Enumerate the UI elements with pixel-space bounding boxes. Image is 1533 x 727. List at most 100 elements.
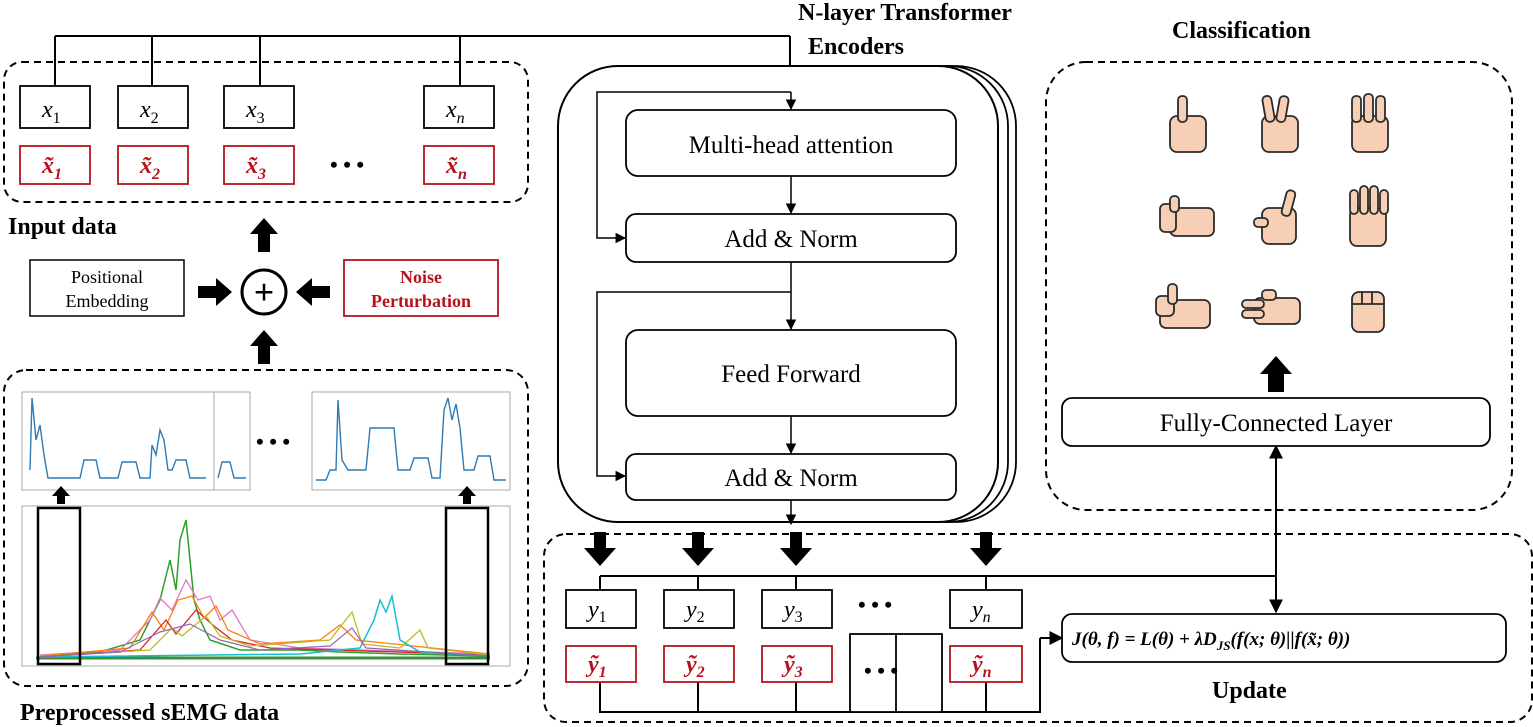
input-x3-tilde-label: x̃3 [245,153,266,183]
input-x1-label: x1 [41,97,61,127]
output-y1-tilde-box [565,645,637,683]
noise-perturbation-box [343,259,499,317]
fc-to-classes-arrow [1260,356,1292,392]
output-y1-label: y1 [586,597,607,626]
index-raised-hand-icon [1253,189,1297,245]
semg-window-signal-1 [29,397,206,479]
output-yn-tilde-label: ỹn [969,652,992,681]
semg-window-1-marker [36,506,82,666]
input-x1-tilde-label: x̃1 [41,153,62,183]
semg-to-sum-arrow [250,330,278,364]
semg-window-plot-2 [213,391,251,491]
input-x2-box [117,85,189,129]
input-x3-label: x3 [245,97,265,127]
transformer-title-line2: Encoders [808,34,904,60]
flat-hand-icon [1241,289,1301,325]
input-x1-box [19,85,91,129]
semg-window-signal-n [316,397,506,481]
add-norm-label-1: Add & Norm [724,226,858,253]
thumbs-sideways-hand-icon [1155,283,1211,329]
output-y2-box [663,589,735,629]
output-y2-tilde-box [663,645,735,683]
multi-head-attention-label: Multi-head attention [689,132,894,159]
sum-circle [240,268,288,316]
semg-channel-orange [39,595,491,657]
four-finger-hand-icon [1349,185,1389,247]
semg-panel [3,369,529,687]
classification-panel [1045,61,1513,511]
input-xn-box [423,85,495,129]
output-y3-tilde-label: ỹ3 [781,652,803,681]
fully-connected-layer-box [1061,397,1491,447]
semg-window-plot-n [311,391,511,491]
positional-embedding-line2: Embedding [66,291,149,311]
transformer-title-line1: N-layer Transformer [798,0,1012,26]
input-x-row: x1 x2 x3 xn [19,85,495,129]
sum-plus-symbol: + [254,272,275,312]
input-x1-tilde-box [19,145,91,185]
fully-connected-layer-label: Fully-Connected Layer [1160,410,1393,437]
semg-window-plot-1 [21,391,215,491]
encoder-flow-lines [596,91,797,526]
noise-to-sum-arrow [296,278,330,306]
input-x2-label: x2 [139,97,159,127]
loss-formula-box [1061,613,1507,663]
input-x-tilde-row: x̃1 x̃2 x̃3 x̃n • • • [19,145,495,185]
gesture-grid [1155,93,1389,333]
semg-raw-plot [21,486,511,667]
input-xn-tilde-box [423,145,495,185]
semg-ellipsis: • • • [256,429,290,454]
input-x2-tilde-box [117,145,189,185]
semg-channel-olive [39,610,491,658]
update-title: Update [1212,678,1287,704]
peace-hand-icon [1261,95,1299,153]
input-x2-tilde-label: x̃2 [139,153,160,183]
input-ellipsis: • • • [330,152,364,177]
input-xn-label: xn [445,97,465,127]
input-x3-box [223,85,295,129]
output-box-ellipsis: • • • [864,658,898,683]
input-data-panel [3,61,529,203]
window-n-up-arrow [458,486,476,504]
semg-window-n-marker [444,506,490,666]
input-xn-tilde-label: x̃n [445,153,467,183]
output-y-tilde-row: ỹ1 ỹ2 ỹ3 ỹn • • • [565,633,1023,713]
output-y2-tilde-label: ỹ2 [683,652,705,681]
semg-raw-plot-frame [21,505,511,667]
sum-to-input-arrow [250,218,278,252]
add-norm-label-2: Add & Norm [724,465,858,492]
output-connector-lines [599,444,1283,713]
preprocessed-semg-title: Preprocessed sEMG data [20,700,279,726]
output-panel [543,533,1533,723]
semg-window-signal-2 [217,461,246,479]
output-y1-box [565,589,637,629]
output-y3-tilde-box [761,645,833,683]
semg-window-plots: • • • [21,391,511,491]
noise-perturbation-line2: Perturbation [371,291,471,311]
output-yn-tilde-box [949,645,1023,683]
embedding-row: Positional Embedding Noise Perturbation … [29,218,499,364]
output-yn-box [949,589,1023,629]
output-y-row: y1 y2 y3 yn • • • [565,589,1023,629]
output-y1-tilde-label: ỹ1 [585,652,607,681]
feed-forward-label: Feed Forward [721,361,861,388]
positional-embedding-line1: Positional [71,267,143,287]
output-ellipsis: • • • [858,592,892,617]
thumb-side-hand-icon [1159,195,1215,237]
encoder-stack: Multi-head attention Add & Norm Feed For… [557,65,1017,526]
positional-embedding-box [29,259,185,317]
output-y3-label: y3 [782,597,803,626]
window-1-up-arrow [52,486,70,504]
classification-title: Classification [1172,18,1311,44]
output-down-arrows [584,532,1002,566]
noise-perturbation-line1: Noise [400,267,442,287]
input-data-title: Input data [8,214,117,240]
positional-to-sum-arrow [198,278,232,306]
output-y3-box [761,589,833,629]
semg-channel-purple [39,623,491,658]
fist-hand-icon [1351,291,1385,333]
loss-formula: J(θ, f) = L(θ) + λDJS(f(x; θ)||f(x̃; θ)) [1071,629,1350,653]
input-x3-tilde-box [223,145,295,185]
three-finger-hand-icon [1351,93,1389,153]
